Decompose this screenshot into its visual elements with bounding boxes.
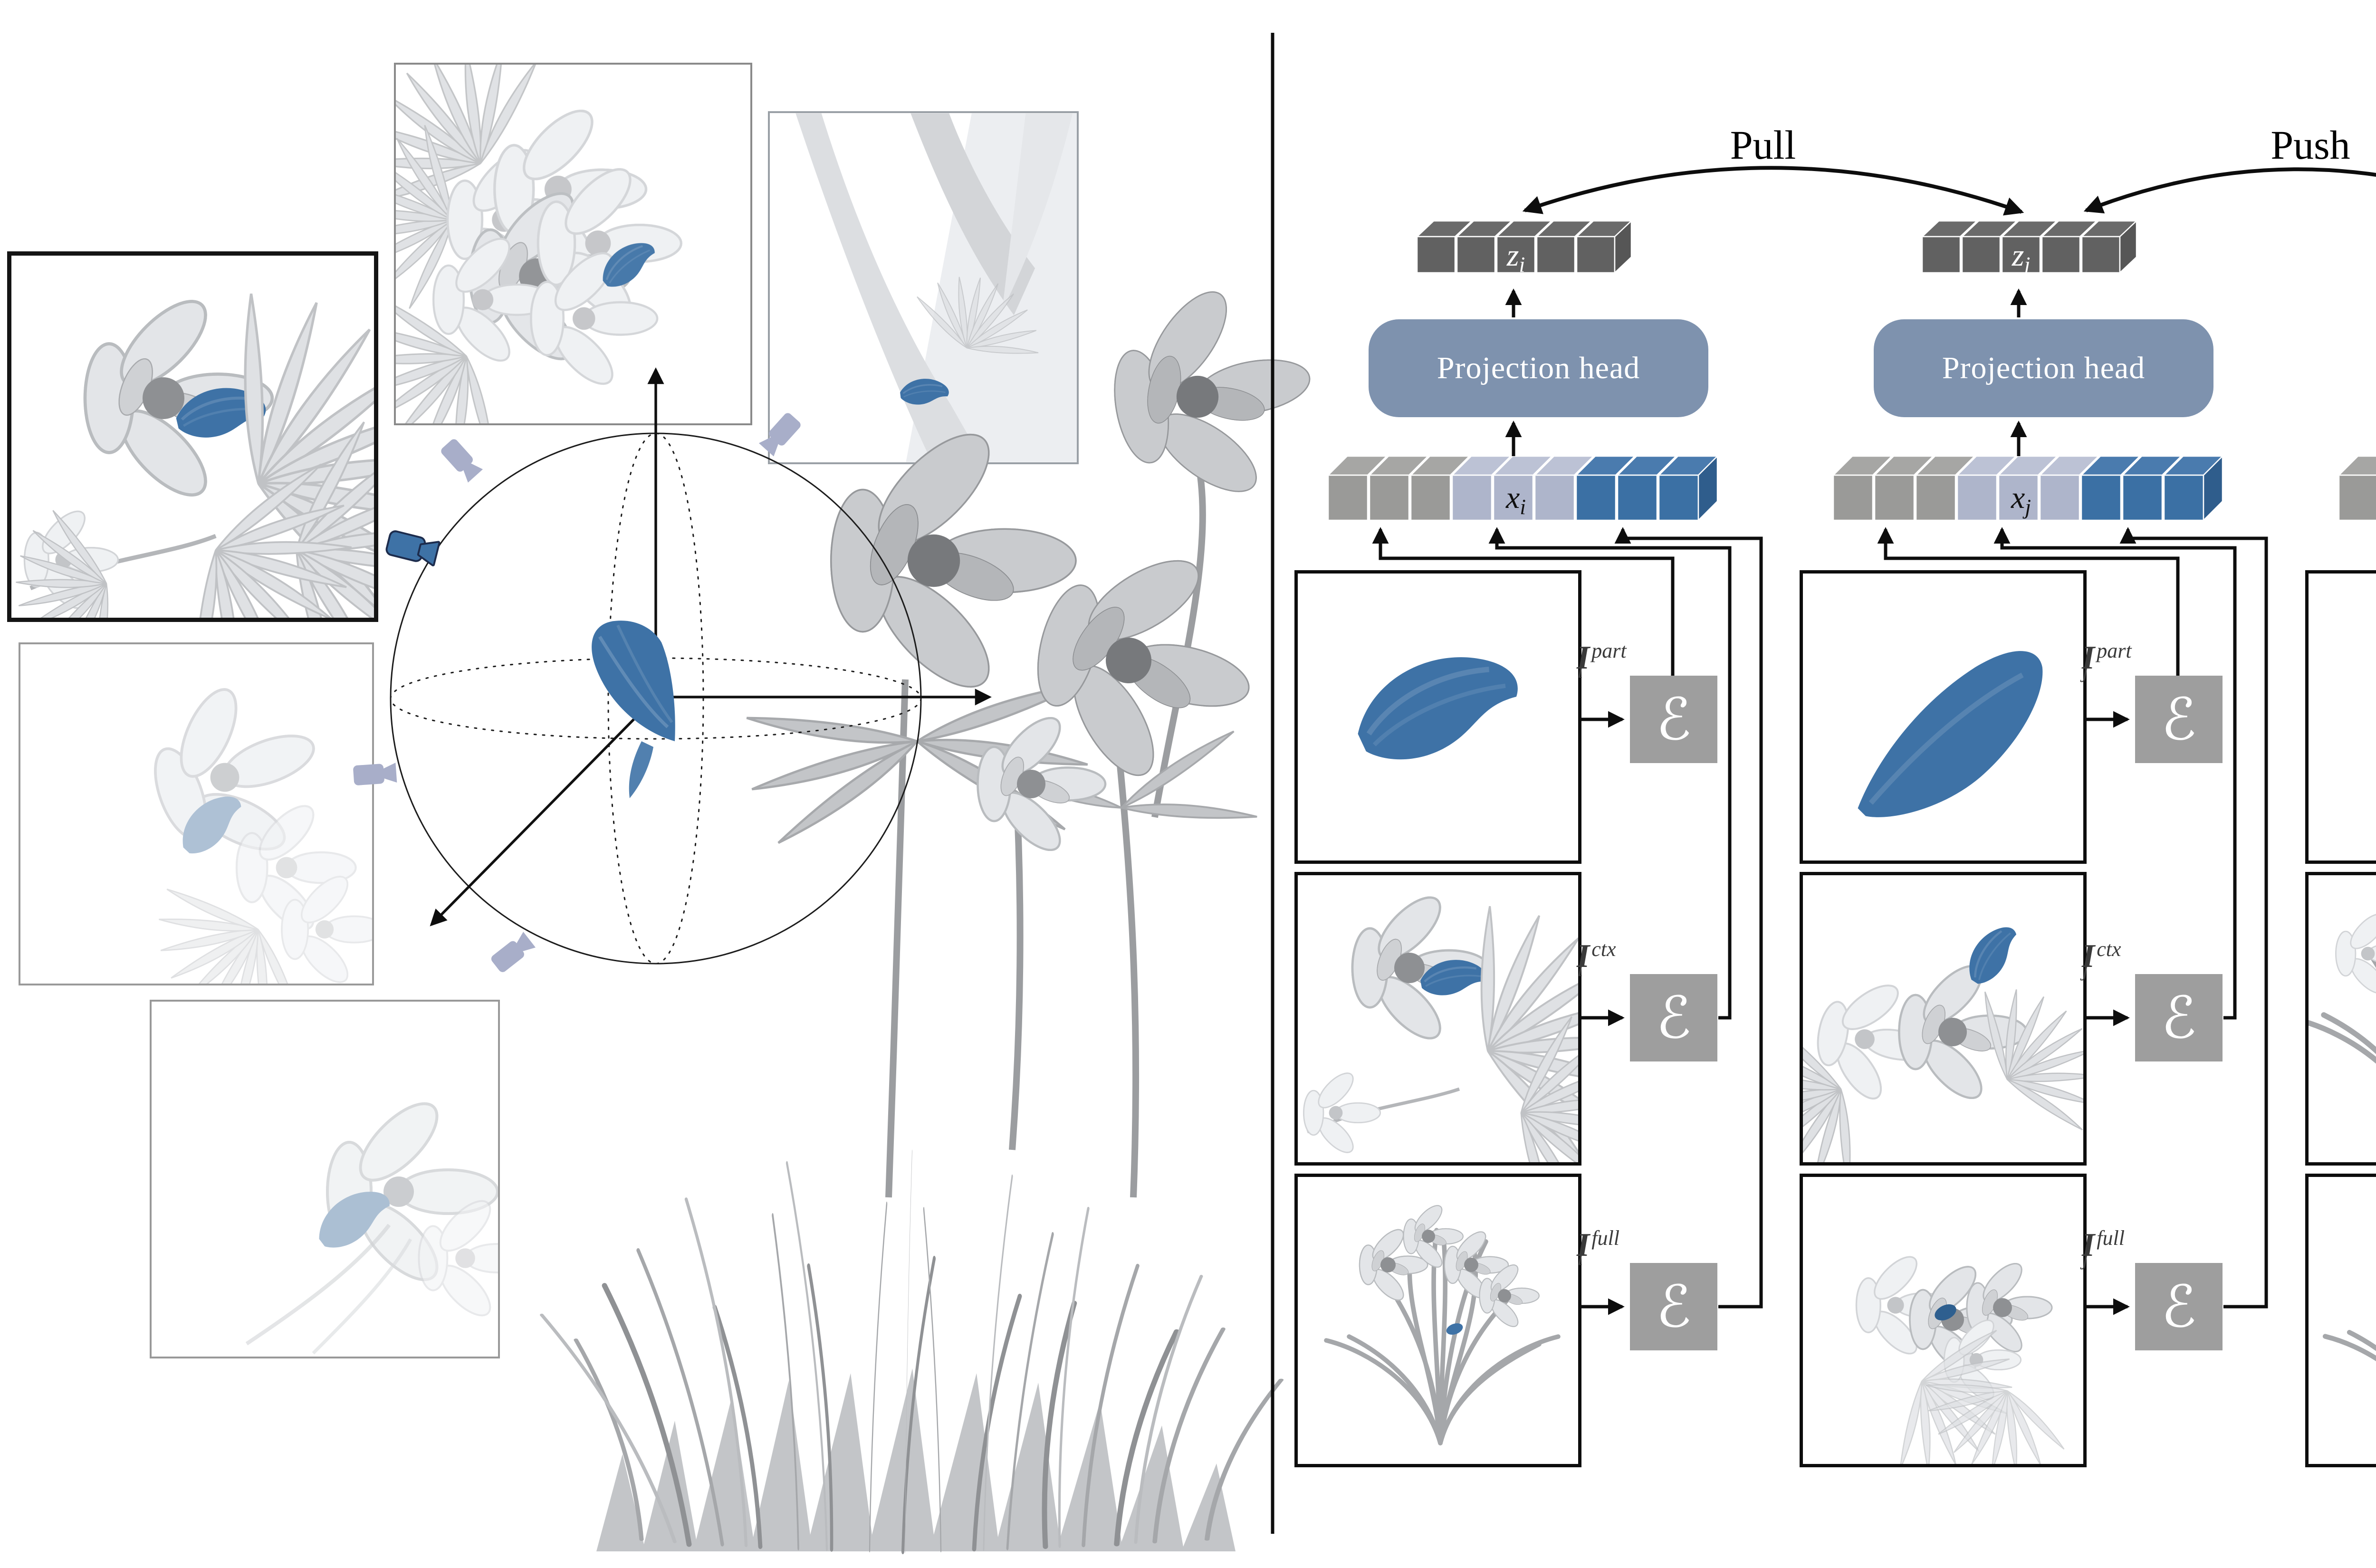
x-base: x [2011,480,2025,515]
push-label: Push [2227,114,2376,176]
encoder-part-i: ℰ [1630,676,1717,763]
encoder-part-j: ℰ [2135,676,2223,763]
z-base: z [1506,238,1519,273]
projection-head-j-label: Projection head [1942,351,2146,385]
axis-down-left [430,696,657,927]
projection-head-i: Projection head [1369,319,1708,417]
encoder-symbol: ℰ [2161,686,2196,753]
input-image-ctx-j [1800,872,2087,1166]
encoder-full-i: ℰ [1630,1263,1717,1350]
encoder-symbol: ℰ [1656,1273,1691,1340]
full-j-render [1855,1249,2080,1464]
input-image-full-j [1800,1174,2087,1467]
camera-icons [353,411,803,974]
z-sub: i [1519,252,1525,277]
camera-upper-left-icon [439,437,483,483]
view-context [7,251,378,622]
view-mid-left [19,642,374,985]
camera-lower-icon [489,931,536,974]
ctx-k-render [2309,875,2376,1162]
x-sub: j [2025,494,2031,519]
input-image-full-i [1294,1174,1581,1467]
encoder-symbol: ℰ [1656,984,1691,1052]
encoder-ctx-j: ℰ [2135,974,2223,1061]
part-i-render [1298,574,1578,860]
sphere-meridian-dashed [607,432,704,965]
camera-highlighted-icon [386,531,438,564]
x-sub: i [1520,494,1526,519]
ctx-i-render [1303,875,1578,1162]
input-image-full-k [2305,1174,2376,1467]
view-top-center-render [396,65,750,423]
sphere-equator-dashed [390,657,922,740]
grass-clump [542,1152,1281,1553]
input-image-ctx-k [2305,872,2376,1166]
ctx-j-render [1803,875,2083,1162]
input-image-part-j [1800,570,2087,864]
encoder-symbol: ℰ [1656,686,1691,753]
part-k-render [2309,574,2376,860]
x-base: x [1505,480,1520,515]
highlighted-petal [592,621,675,798]
view-top-right-render [795,113,1077,462]
input-image-part-k [2305,570,2376,864]
encoder-symbol: ℰ [2161,1273,2196,1340]
view-sphere [390,432,922,965]
view-top-center [394,63,752,425]
pull-text: Pull [1730,122,1796,168]
full-k-render [2309,1177,2376,1464]
encoder-full-j: ℰ [2135,1263,2223,1350]
full-i-render [1298,1201,1578,1464]
view-bottom-left-render [245,1002,498,1355]
input-image-part-i [1294,570,1581,864]
z-sub: j [2024,252,2031,277]
pull-label: Pull [1680,114,1846,176]
projection-head-j: Projection head [1874,319,2213,417]
view-context-render [11,256,374,618]
projection-head-i-label: Projection head [1437,351,1640,385]
view-top-right [768,111,1079,464]
encoder-ctx-i: ℰ [1630,974,1717,1061]
part-j-render [1803,574,2083,860]
push-text: Push [2271,122,2350,168]
view-bottom-left [150,1000,500,1358]
input-image-ctx-i [1294,872,1581,1166]
z-base: z [2012,238,2024,273]
encoder-symbol: ℰ [2161,984,2196,1052]
view-mid-left-render [122,644,372,984]
